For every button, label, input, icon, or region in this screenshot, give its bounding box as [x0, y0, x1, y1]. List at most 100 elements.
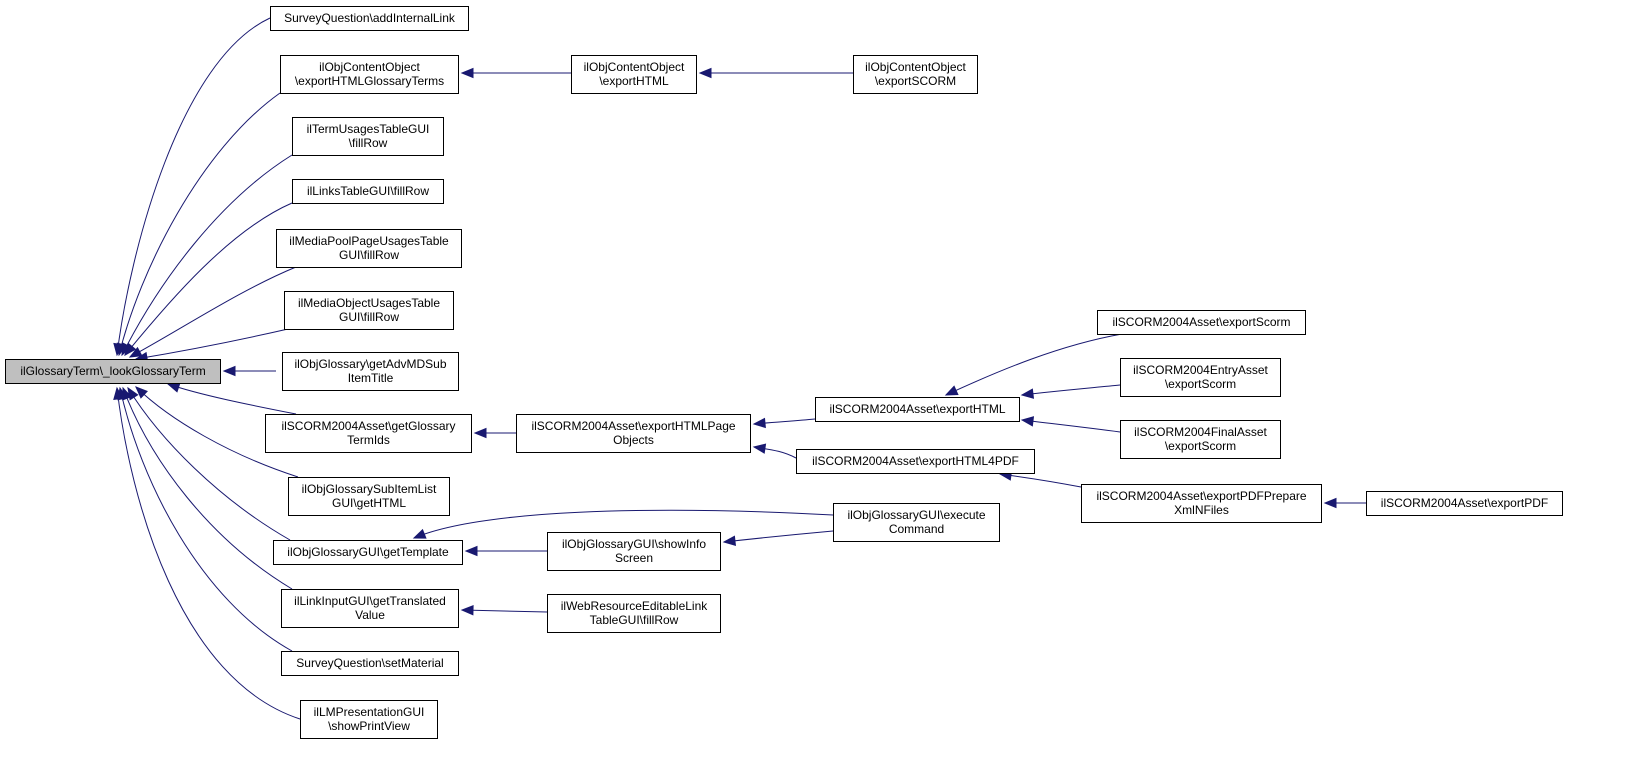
edge-line: [124, 202, 293, 356]
caller-node-n15[interactable]: ilObjContentObject\exportSCORM: [853, 55, 978, 94]
edge-n9-to-root: [135, 386, 299, 478]
caller-node-n22[interactable]: ilSCORM2004Asset\exportPDFPrepareXmlNFil…: [1081, 484, 1322, 523]
node-label: Value: [355, 608, 385, 622]
node-label: ilGlossaryTerm\_lookGlossaryTerm: [20, 364, 205, 378]
node-label: ItemTitle: [348, 371, 394, 385]
node-label: \exportSCORM: [875, 74, 956, 88]
edge-n17-to-n16: [752, 417, 816, 429]
edge-arrowhead: [127, 386, 139, 401]
node-box: [833, 503, 1000, 542]
caller-node-n14[interactable]: ilObjContentObject\exportHTML: [571, 55, 697, 94]
node-box: [815, 397, 1020, 422]
node-label: ilSCORM2004Asset\exportHTML: [829, 402, 1005, 416]
node-box: [282, 352, 459, 391]
edge-arrowhead: [166, 382, 181, 393]
node-label: \exportScorm: [1165, 377, 1236, 391]
edge-line: [135, 328, 289, 360]
edge-line: [119, 387, 293, 652]
node-label: ilObjGlossaryGUI\getTemplate: [287, 545, 449, 559]
caller-node-n4[interactable]: ilLinksTableGUI\fillRow: [292, 179, 444, 204]
caller-node-n18[interactable]: ilSCORM2004Asset\exportHTML4PDF: [796, 449, 1035, 474]
edge-n19-to-n17: [944, 333, 1123, 396]
edge-n26-to-n11: [460, 605, 548, 616]
edge-arrowhead: [722, 535, 737, 546]
node-label: ilSCORM2004Asset\exportPDF: [1381, 496, 1548, 510]
node-label: ilSCORM2004Asset\getGlossary: [281, 419, 455, 433]
edge-line: [413, 509, 834, 539]
node-box: [284, 291, 454, 330]
edge-arrowhead: [464, 545, 478, 557]
caller-node-n23[interactable]: ilSCORM2004Asset\exportPDF: [1366, 491, 1563, 516]
node-label: ilSCORM2004FinalAsset: [1134, 425, 1267, 439]
node-box: [280, 55, 459, 94]
edge-arrowhead: [944, 385, 959, 396]
edge-n16-to-n8: [473, 427, 516, 439]
edge-n4-to-root: [124, 202, 293, 357]
edge-line: [122, 387, 293, 590]
edge-line: [135, 386, 299, 478]
node-label: ilSCORM2004Asset\exportPDFPrepare: [1096, 489, 1306, 503]
caller-node-n10[interactable]: ilObjGlossaryGUI\getTemplate: [273, 540, 463, 565]
node-label: ilSCORM2004Asset\exportScorm: [1112, 315, 1290, 329]
focus-node[interactable]: ilGlossaryTerm\_lookGlossaryTerm: [5, 359, 221, 384]
node-label: ilSCORM2004Asset\exportHTML4PDF: [812, 454, 1019, 468]
node-box: [1097, 310, 1306, 335]
edge-line: [127, 387, 291, 541]
node-label: ilTermUsagesTableGUI: [307, 122, 430, 136]
node-label: ilSCORM2004Asset\exportHTMLPage: [531, 419, 735, 433]
node-label: GUI\fillRow: [339, 248, 399, 262]
node-label: ilObjGlossary\getAdvMDSub: [294, 357, 446, 371]
caller-node-n12[interactable]: SurveyQuestion\setMaterial: [281, 651, 459, 676]
node-label: ilMediaObjectUsagesTable: [298, 296, 440, 310]
edge-line: [118, 92, 281, 356]
caller-node-n19[interactable]: ilSCORM2004Asset\exportScorm: [1097, 310, 1306, 335]
edge-arrowhead: [113, 386, 124, 401]
node-label: ilObjGlossaryGUI\execute: [847, 508, 985, 522]
caller-node-n2[interactable]: ilObjContentObject\exportHTMLGlossaryTer…: [280, 55, 459, 94]
node-box: [265, 414, 472, 453]
node-box: [796, 449, 1035, 474]
edge-n6-to-root: [134, 328, 289, 363]
caller-node-n17[interactable]: ilSCORM2004Asset\exportHTML: [815, 397, 1020, 422]
edge-n14-to-n2: [460, 67, 571, 79]
caller-node-n20[interactable]: ilSCORM2004EntryAsset\exportScorm: [1120, 358, 1281, 397]
node-label: SurveyQuestion\addInternalLink: [284, 11, 456, 25]
edge-arrowhead: [1020, 416, 1035, 427]
node-label: GUI\fillRow: [339, 310, 399, 324]
edge-n20-to-n17: [1020, 384, 1121, 399]
node-label: TableGUI\fillRow: [590, 613, 679, 627]
caller-node-n1[interactable]: SurveyQuestion\addInternalLink: [270, 6, 469, 31]
node-box: [281, 589, 459, 628]
edge-n1-to-root: [113, 17, 271, 357]
node-label: GUI\getHTML: [332, 496, 406, 510]
edge-n3-to-root: [121, 154, 293, 357]
node-box: [547, 594, 721, 633]
node-label: ilWebResourceEditableLink: [561, 599, 709, 613]
node-box: [5, 359, 221, 384]
caller-node-n26[interactable]: ilWebResourceEditableLinkTableGUI\fillRo…: [547, 594, 721, 633]
caller-node-n3[interactable]: ilTermUsagesTableGUI\fillRow: [292, 117, 444, 156]
edge-arrowhead: [135, 386, 148, 399]
caller-node-n13[interactable]: ilLMPresentationGUI\showPrintView: [300, 700, 438, 739]
node-box: [547, 532, 721, 571]
caller-node-n21[interactable]: ilSCORM2004FinalAsset\exportScorm: [1120, 420, 1281, 459]
node-box: [288, 477, 450, 516]
edge-line: [723, 530, 834, 543]
edge-arrowhead: [698, 67, 712, 79]
node-label: SurveyQuestion\setMaterial: [296, 656, 443, 670]
edge-n15-to-n14: [698, 67, 853, 79]
edge-arrowhead: [460, 605, 474, 616]
node-box: [1120, 358, 1281, 397]
node-label: ilLinksTableGUI\fillRow: [307, 184, 429, 198]
node-box: [1120, 420, 1281, 459]
